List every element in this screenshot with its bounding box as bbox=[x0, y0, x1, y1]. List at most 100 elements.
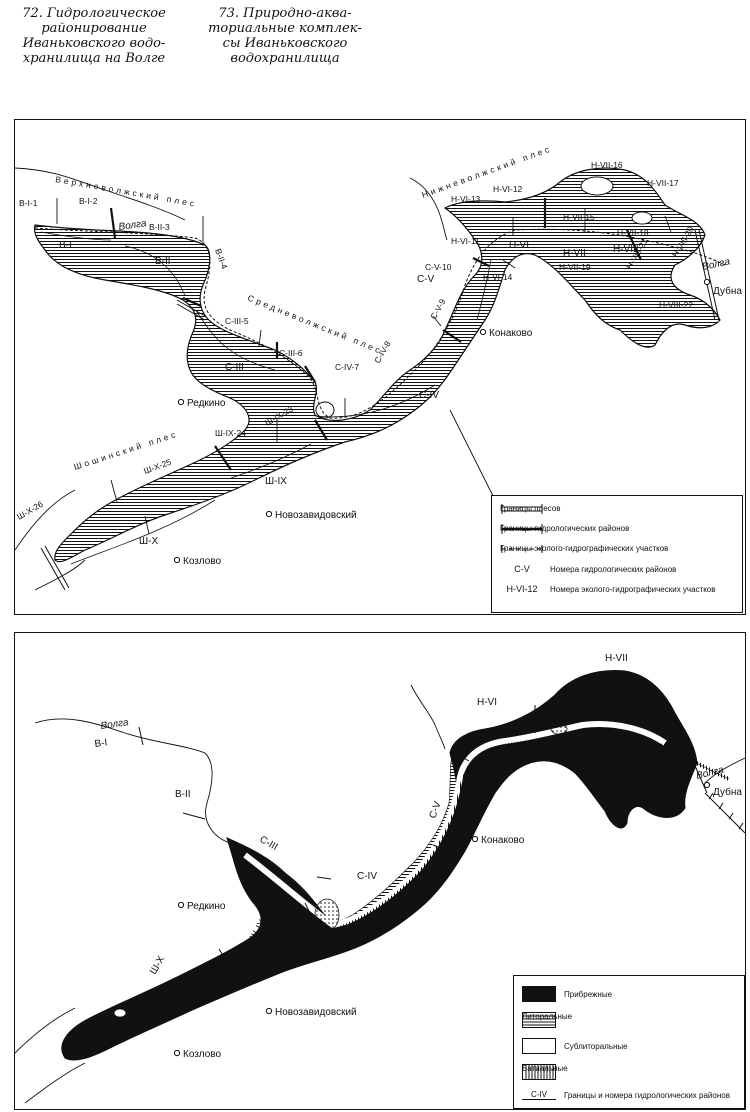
section-label: С-III-5 bbox=[225, 316, 249, 326]
railway bbox=[704, 792, 745, 834]
bold-line-icon bbox=[501, 524, 543, 534]
section-label: С-V-10 bbox=[425, 262, 452, 272]
section-label: Н-VII-18 bbox=[617, 228, 649, 238]
littoral-zone bbox=[72, 680, 684, 1049]
map1-canvas: Верхневолжский плес Средневолжский плес … bbox=[15, 143, 742, 591]
caption-line: районирование bbox=[41, 21, 147, 36]
section-label: В-I-2 bbox=[79, 196, 98, 206]
legend-item-reach-boundaries: Границы плесов bbox=[500, 504, 560, 514]
region-label: Н-VII bbox=[605, 653, 628, 664]
section-label: Н-VI-13 bbox=[451, 194, 481, 204]
legend-label: Границы эколого-гидрографических участко… bbox=[500, 544, 669, 553]
town-kozlovo: Козлово bbox=[183, 556, 221, 567]
section-label: С-V-9 bbox=[428, 297, 448, 321]
reservoir-shoreline bbox=[33, 167, 721, 563]
region-label: В-II bbox=[175, 789, 191, 800]
region-label: Н-VII bbox=[563, 248, 586, 259]
section-label: Н-VI-12 bbox=[493, 184, 523, 194]
region-label: Ш-X bbox=[148, 954, 167, 976]
region-label: С-V bbox=[427, 800, 443, 820]
legend-label: Границы гидрологических районов bbox=[500, 524, 630, 533]
caption-figure-72: 72. Гидрологическое районирование Иваньк… bbox=[14, 6, 174, 66]
town-redkino: Редкино bbox=[187, 901, 226, 912]
caption-figure-73: 73. Природно-аква- ториальные комплек- с… bbox=[200, 6, 370, 66]
caption-line: 73. Природно-аква- bbox=[218, 6, 352, 21]
legend-item-section-numbers: Н-VI-12 Номера эколого-гидрографических … bbox=[500, 584, 716, 594]
section-label: В-I-1 bbox=[19, 198, 38, 208]
region-label: В-II bbox=[155, 256, 171, 267]
map2-legend: Прибрежные Литоральные Сублиторальные Ба… bbox=[513, 975, 745, 1109]
region-label: В-I bbox=[59, 240, 72, 251]
legend-item-boundary: С-IV Границы и номера гидрологических ра… bbox=[522, 1090, 730, 1100]
islands bbox=[315, 176, 653, 419]
section-label: С-IV-7 bbox=[335, 362, 359, 372]
region-boundaries bbox=[138, 705, 708, 966]
town-novozavidovsky: Новозавидовский bbox=[275, 510, 357, 521]
section-label: Н-VII-15 bbox=[563, 212, 595, 222]
section-label: Ш-X-25 bbox=[142, 457, 173, 476]
shoals bbox=[113, 686, 620, 1018]
legend-label: Номера гидрологических районов bbox=[550, 564, 677, 574]
region-label: Н-VI bbox=[509, 240, 529, 251]
legend-item-littoral: Литоральные bbox=[522, 1012, 572, 1028]
legend-item-sublittoral: Сублиторальные bbox=[522, 1038, 628, 1054]
legend-label: Сублиторальные bbox=[564, 1041, 628, 1051]
double-line-icon bbox=[501, 504, 543, 514]
town-redkino: Редкино bbox=[187, 398, 226, 409]
section-label: Н-VI-14 bbox=[483, 272, 513, 282]
region-label: Н-VIII bbox=[603, 791, 629, 802]
hydrological-zoning-map: Верхневолжский плес Средневолжский плес … bbox=[14, 119, 746, 615]
town-markers bbox=[173, 278, 711, 564]
legend-item-region-boundaries: Границы гидрологических районов bbox=[500, 524, 630, 534]
town-kozlovo: Козлово bbox=[183, 1049, 221, 1060]
town-dubna: Дубна bbox=[713, 285, 742, 297]
region-extent-arrows bbox=[40, 231, 492, 565]
bathyal-swatch bbox=[522, 1064, 556, 1080]
caption-line: водохранилища bbox=[230, 51, 340, 66]
region-label: С-V bbox=[417, 274, 435, 285]
legend-item-bathyal: Батиальные bbox=[522, 1064, 568, 1080]
map2-canvas: Волга Волга Редкино Конаково Новозавидов… bbox=[15, 653, 745, 1104]
reach-upper-label: Верхневолжский плес bbox=[55, 174, 198, 209]
river-volga-east: Волга bbox=[695, 764, 725, 782]
region-label: С-IV bbox=[357, 871, 377, 882]
region-boundaries bbox=[109, 198, 642, 471]
section-label: Н-VIII-22 bbox=[659, 300, 693, 310]
dashed-line-icon bbox=[501, 545, 543, 553]
caption-line: 72. Гидрологическое bbox=[22, 6, 166, 21]
legend-label: Прибрежные bbox=[564, 989, 613, 999]
tributary-rivers bbox=[15, 684, 745, 1104]
map1-legend: Границы плесов Границы гидрологических р… bbox=[491, 495, 743, 613]
section-label: Н-VI-11 bbox=[451, 236, 480, 246]
legend-item-region-numbers: С-V Номера гидрологических районов bbox=[500, 564, 676, 574]
legend-item-coastal: Прибрежные bbox=[522, 986, 612, 1002]
legend-symbol-text: С-V bbox=[514, 564, 530, 574]
region-label: Н-VIII bbox=[613, 244, 639, 255]
town-markers bbox=[173, 781, 711, 1057]
caption-line: сы Иваньковского bbox=[222, 36, 348, 51]
coastal-swatch bbox=[522, 986, 556, 1002]
caption-line: ториальные комплек- bbox=[208, 21, 362, 36]
town-dubna: Дубна bbox=[713, 786, 742, 798]
section-label: Н-VII-17 bbox=[647, 178, 679, 188]
caption-line: хранилища на Волге bbox=[22, 51, 166, 66]
region-label: В-I bbox=[94, 737, 108, 750]
region-label: Ш-X bbox=[139, 536, 158, 547]
section-label: Н-VII-19 bbox=[559, 262, 591, 272]
region-label: Н-VI bbox=[477, 697, 497, 708]
legend-symbol-text: С-IV bbox=[522, 1090, 556, 1100]
section-label: В-II-3 bbox=[149, 222, 170, 232]
region-label: С-III bbox=[258, 834, 280, 853]
aquatorial-complexes-map: Волга Волга Редкино Конаково Новозавидов… bbox=[14, 632, 746, 1110]
town-konakovo: Конаково bbox=[481, 835, 525, 846]
town-konakovo: Конаково bbox=[489, 328, 533, 339]
river-volga-west: Волга bbox=[118, 218, 148, 233]
tributary-rivers bbox=[15, 167, 496, 591]
legend-label: Батиальные bbox=[522, 1064, 568, 1073]
region-label: Ш-IX bbox=[265, 476, 287, 487]
section-label: С-III-6 bbox=[279, 348, 303, 358]
legend-label: Номера эколого-гидрографических участков bbox=[550, 584, 716, 594]
legend-label: Границы и номера гидрологических районов bbox=[564, 1090, 730, 1100]
bathyal-channel-edge bbox=[114, 732, 730, 1024]
section-label: Н-VII-16 bbox=[591, 160, 623, 170]
